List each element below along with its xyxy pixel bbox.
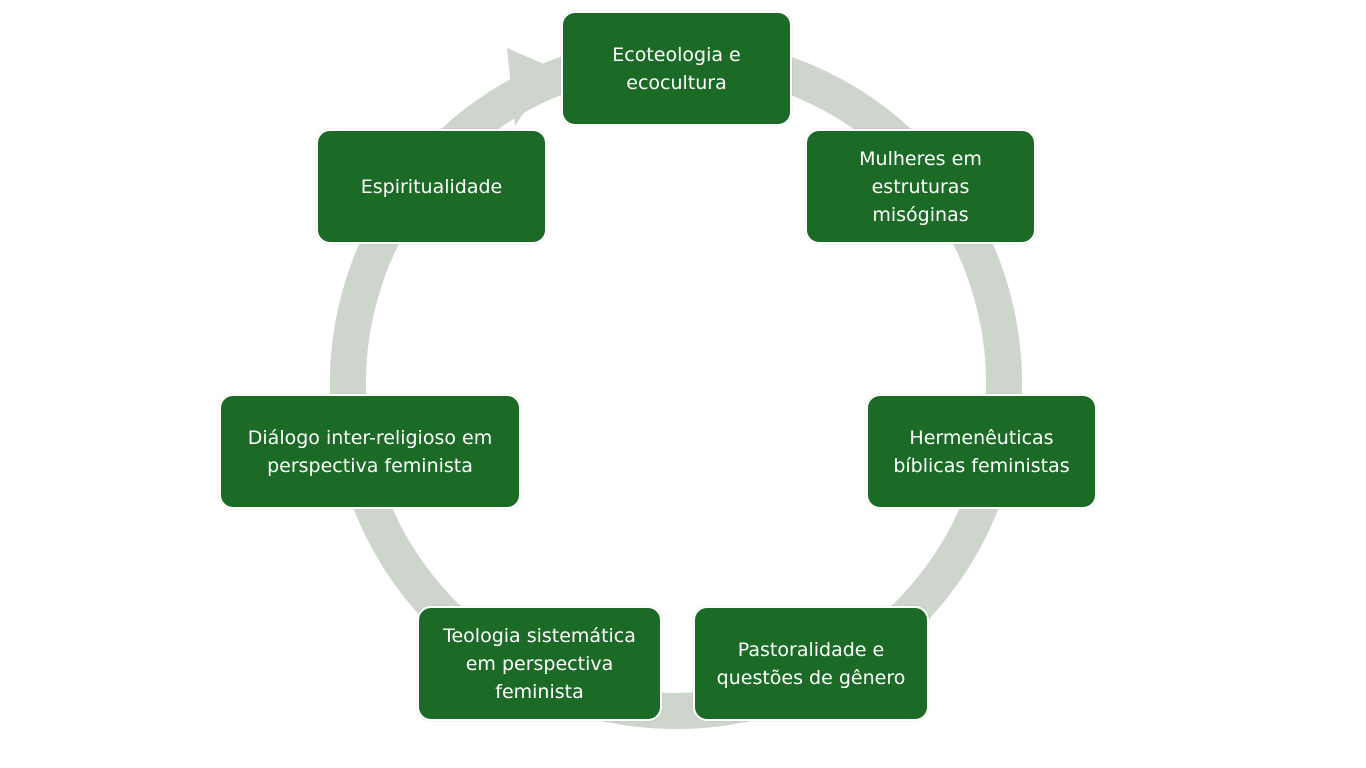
node-pastoralidade-e-questoes-de-genero[interactable]: Pastoralidade e questões de gênero: [693, 606, 929, 721]
node-dialogo-inter-religioso-em-perspectiva-feminista[interactable]: Diálogo inter-religioso em perspectiva f…: [219, 394, 521, 509]
node-ecoteologia-e-ecocultura[interactable]: Ecoteologia e ecocultura: [561, 11, 792, 126]
node-mulheres-em-estruturas-misoginas[interactable]: Mulheres em estruturas misóginas: [805, 129, 1036, 244]
node-hermeneuticas-biblicas-feministas[interactable]: Hermenêuticas bíblicas feministas: [866, 394, 1097, 509]
node-espiritualidade[interactable]: Espiritualidade: [316, 129, 547, 244]
cycle-arrowhead: [507, 48, 553, 126]
node-teologia-sistematica-em-perspectiva-feminista[interactable]: Teologia sistemática em perspectiva femi…: [417, 606, 662, 721]
